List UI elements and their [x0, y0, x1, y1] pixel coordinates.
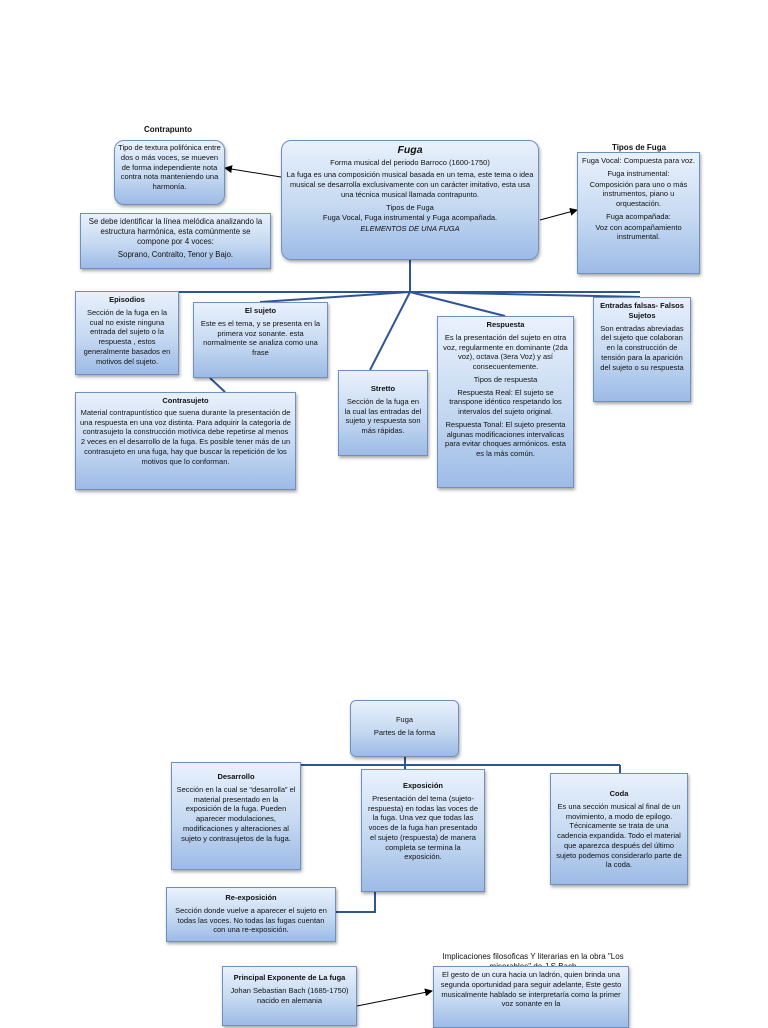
linea-melodica-description: Se debe identificar la línea melódica an… — [88, 217, 263, 247]
tipos-fuga-label: Tipos de Fuga — [611, 143, 667, 152]
fuga-partes-subtitle: Partes de la forma — [373, 727, 436, 737]
exponente-description: Johan Sebastian Bach (1685-1750) nacido … — [230, 985, 349, 1005]
stretto-node: Stretto Sección de la fuga en la cual la… — [338, 370, 428, 456]
contrapunto-description: Tipo de textura polifónica entre dos o m… — [118, 143, 221, 191]
stretto-description: Sección de la fuga en la cual las entrad… — [344, 396, 422, 435]
fuga-central-node: Fuga Forma musical del periodo Barroco (… — [281, 140, 539, 260]
stretto-title: Stretto — [370, 384, 396, 393]
fuga-acompanada-text: Voz con acompañamiento instrumental. — [595, 222, 682, 242]
episodios-description: Sección de la fuga en la cual no existe … — [83, 307, 171, 366]
exposicion-title: Exposición — [402, 781, 443, 790]
linea-melodica-node: Se debe identificar la línea melódica an… — [80, 213, 271, 269]
fuga-partes-node: Fuga Partes de la forma — [350, 700, 459, 757]
fuga-elements-heading: ELEMENTOS DE UNA FUGA — [360, 224, 460, 234]
respuesta-title: Respuesta — [486, 320, 525, 329]
falsas-entradas-title: Entradas falsas- Falsos Sujetos — [600, 301, 684, 320]
coda-node: Coda Es una sección musical al final de … — [550, 773, 688, 885]
exponente-node: Principal Exponente de La fuga Johan Seb… — [222, 966, 357, 1026]
reexposicion-node: Re-exposición Sección donde vuelve a apa… — [166, 887, 336, 942]
reexposicion-description: Sección donde vuelve a aparecer el sujet… — [175, 905, 327, 935]
contrapunto-label: Contrapunto — [144, 125, 192, 134]
voices-list: Soprano, Contralto, Tenor y Bajo. — [117, 250, 234, 260]
desarrollo-title: Desarrollo — [217, 772, 255, 781]
fuga-partes-title: Fuga — [395, 715, 414, 724]
reexposicion-title: Re-exposición — [225, 893, 277, 902]
exposicion-description: Presentación del tema (sujeto-respuesta)… — [367, 793, 479, 862]
falsas-entradas-node: Entradas falsas- Falsos Sujetos Son entr… — [593, 297, 691, 402]
fuga-instrumental-heading: Fuga instrumental: — [607, 168, 670, 178]
contrapunto-node: Tipo de textura polifónica entre dos o m… — [114, 140, 225, 205]
respuesta-types-heading: Tipos de respuesta — [473, 374, 538, 384]
fuga-instrumental-text: Composición para uno o más instrumentos,… — [589, 179, 688, 209]
sujeto-node: El sujeto Este es el tema, y se presenta… — [193, 302, 328, 378]
respuesta-tonal-text: Respuesta Tonal: El sujeto presenta algu… — [445, 419, 566, 458]
fuga-vocal-text: Fuga Vocal: Compuesta para voz. — [582, 156, 695, 165]
episodios-title: Episodios — [109, 295, 145, 304]
contrasujeto-description: Material contrapuntístico que suena dura… — [80, 407, 291, 466]
respuesta-real-text: Respuesta Real: El sujeto se transpone i… — [449, 387, 562, 417]
episodios-node: Episodios Sección de la fuga en la cual … — [75, 291, 179, 375]
exponente-title: Principal Exponente de La fuga — [233, 973, 346, 982]
coda-description: Es una sección musical al final de un mo… — [556, 801, 682, 870]
implicaciones-description: El gesto de un cura hacia un ladrón, qui… — [440, 970, 622, 1009]
fuga-subtitle: Forma musical del periodo Barroco (1600-… — [330, 157, 490, 167]
sujeto-description: Este es el tema, y se presenta en la pri… — [200, 318, 321, 357]
sujeto-title: El sujeto — [244, 306, 277, 315]
fuga-description: La fuga es una composición musical basad… — [286, 170, 534, 199]
desarrollo-description: Sección en la cual se “desarrolla” el ma… — [176, 784, 296, 843]
coda-title: Coda — [609, 789, 629, 798]
falsas-entradas-description: Son entradas abreviadas del sujeto que c… — [600, 323, 684, 372]
fuga-title: Fuga — [397, 144, 423, 156]
fuga-types-heading: Tipos de Fuga — [386, 202, 434, 212]
exposicion-node: Exposición Presentación del tema (sujeto… — [361, 769, 485, 892]
desarrollo-node: Desarrollo Sección en la cual se “desarr… — [171, 762, 301, 870]
contrasujeto-node: Contrasujeto Material contrapuntístico q… — [75, 392, 296, 490]
contrasujeto-title: Contrasujeto — [162, 396, 209, 405]
fuga-types-list: Fuga Vocal, Fuga instrumental y Fuga aco… — [322, 213, 498, 223]
respuesta-node: Respuesta Es la presentación del sujeto … — [437, 316, 574, 488]
implicaciones-node: El gesto de un cura hacia un ladrón, qui… — [433, 966, 629, 1028]
fuga-acompanada-heading: Fuga acompañada: — [606, 211, 671, 221]
tipos-fuga-node: Fuga Vocal: Compuesta para voz. Fuga ins… — [577, 152, 700, 274]
respuesta-description: Es la presentación del sujeto en otra vo… — [443, 332, 568, 371]
